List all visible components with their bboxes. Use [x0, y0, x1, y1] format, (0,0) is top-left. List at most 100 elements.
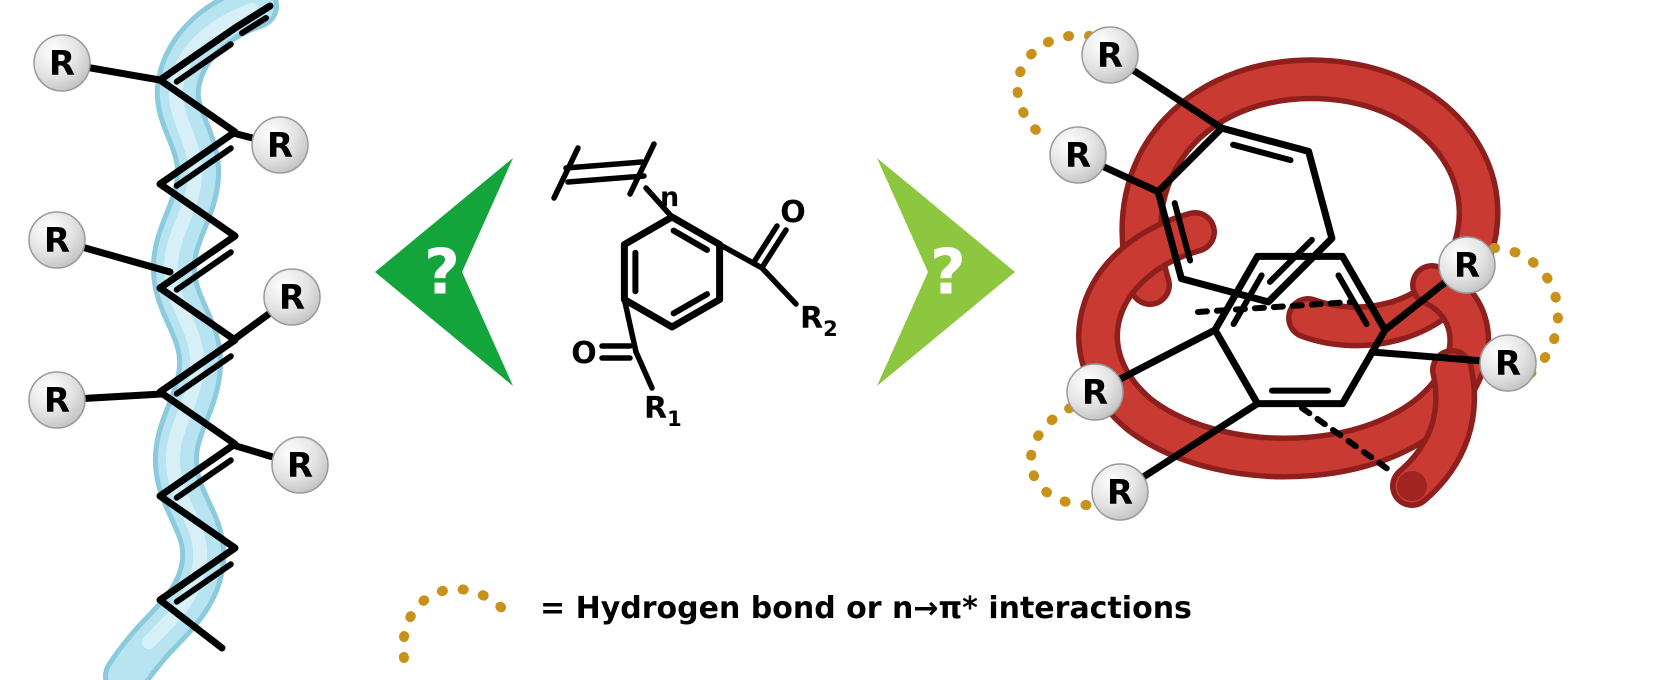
- legend-hydrogen-bond-arc: [398, 584, 509, 663]
- arrow-left-shape: [375, 158, 513, 386]
- helix-substituent-spheres: R R R R R R: [1049, 26, 1537, 521]
- right-question-arrow: ?: [877, 158, 1015, 386]
- paren-right: [627, 141, 657, 197]
- r1-subscript: 1: [667, 407, 682, 431]
- sphere-circle: [33, 34, 91, 92]
- dotted-continuation-line: [1299, 405, 1395, 475]
- r-label: R: [1097, 36, 1123, 76]
- r-label: R: [49, 44, 75, 84]
- r-substituent-sphere: R: [33, 34, 91, 92]
- r-label: R: [1107, 473, 1133, 513]
- ring-double-bond: [1230, 272, 1265, 327]
- ring-to-carbonyl-bond: [621, 296, 639, 355]
- r-label: R: [279, 278, 305, 318]
- double-bond: [173, 41, 234, 85]
- r-label: R: [1495, 344, 1521, 384]
- r2-subscript: 2: [823, 317, 838, 341]
- r-label: R: [287, 446, 313, 486]
- arrow-right-shape: [877, 158, 1015, 386]
- oxygen-label: O: [780, 195, 806, 230]
- r1-base: R: [644, 391, 667, 426]
- r-label: R: [1454, 246, 1480, 286]
- sphere-circle: [1479, 334, 1537, 392]
- helix-lower-coil: [1081, 215, 1486, 474]
- ring-double-bond: [1171, 200, 1194, 264]
- r1-label: R1: [644, 391, 682, 431]
- extended-chain-structure: R R R R R R: [28, 0, 329, 680]
- helix-upper-coil: [1124, 62, 1495, 343]
- sphere-circle: [1081, 26, 1139, 84]
- sphere-circle: [271, 436, 329, 494]
- co-double-bond: [751, 223, 780, 265]
- r-substituent-sphere: R: [1066, 363, 1124, 421]
- r-label: R: [44, 381, 70, 421]
- oxygen-label: O: [571, 336, 597, 371]
- hydrogen-bond-arc: [1489, 243, 1563, 379]
- r-substituent-sphere: R: [251, 116, 309, 174]
- sphere-circle: [251, 116, 309, 174]
- hydrogen-bond-arc: [1012, 30, 1095, 147]
- backbone-zigzag: [156, 2, 274, 652]
- r-substituent-sphere: R: [28, 211, 86, 269]
- r-substituent-sphere: R: [1091, 463, 1149, 521]
- co-double-bond: [760, 227, 789, 269]
- hydrogen-bond-arc: [1025, 403, 1100, 511]
- ring-double-bond: [1266, 236, 1315, 285]
- dotted-stacking-line: [1195, 299, 1355, 315]
- sphere-circle: [1091, 463, 1149, 521]
- r-substituent-sphere: R: [263, 268, 321, 326]
- carbonyl-left: O R1: [571, 296, 682, 431]
- sphere-circle: [1066, 363, 1124, 421]
- sphere-circle: [1049, 126, 1107, 184]
- sphere-circle: [28, 211, 86, 269]
- question-mark-right: ?: [930, 236, 966, 309]
- vinyl-double-bond: [565, 173, 647, 185]
- r-label: R: [44, 221, 70, 261]
- double-bond: [173, 457, 234, 501]
- r-label: R: [267, 126, 293, 166]
- carbonyl-to-r1-bond: [633, 349, 655, 391]
- ribbon-highlight-stroke: [142, 3, 259, 649]
- vinyl-double-bond: [563, 159, 645, 171]
- repeat-unit: n: [551, 141, 679, 220]
- left-question-arrow: ?: [375, 158, 513, 386]
- double-bond: [173, 145, 234, 189]
- polyene-backbone: [156, 2, 274, 652]
- monomer-structure: n O R2 O R1: [551, 141, 838, 431]
- r2-label: R2: [800, 301, 838, 341]
- helix-tail-end-cap: [1397, 471, 1427, 501]
- sphere-circle: [28, 371, 86, 429]
- helix-structure: R R R R R R: [1012, 26, 1563, 521]
- r-substituent-sphere: R: [1081, 26, 1139, 84]
- double-bond: [173, 353, 234, 397]
- red-helix-tube: [1076, 57, 1501, 508]
- ring-double-bond: [1230, 141, 1294, 164]
- sphere-circle: [1438, 236, 1496, 294]
- r-substituent-sphere: R: [1479, 334, 1537, 392]
- r-substituent-sphere: R: [28, 371, 86, 429]
- ring-double-bond: [670, 291, 710, 317]
- r-substituent-sphere: R: [1049, 126, 1107, 184]
- linker-bond: [643, 185, 675, 220]
- r-label: R: [1082, 373, 1108, 413]
- ring-outline: [620, 213, 724, 331]
- helix-tail: [1395, 353, 1472, 503]
- ring-double-bond: [670, 227, 710, 253]
- question-mark-left: ?: [424, 236, 460, 309]
- sphere-circle: [263, 268, 321, 326]
- chain-substituent-spheres: R R R R R R: [28, 34, 329, 494]
- r2-base: R: [800, 301, 823, 336]
- legend: = Hydrogen bond or n→π* interactions: [398, 584, 1192, 663]
- legend-text: = Hydrogen bond or n→π* interactions: [540, 591, 1192, 626]
- hydrogen-bond-arcs: [1012, 30, 1563, 511]
- r-label: R: [1065, 136, 1091, 176]
- benzene-ring: [620, 213, 724, 331]
- r-substituent-sphere: R: [1438, 236, 1496, 294]
- double-bond: [173, 249, 234, 293]
- double-bond: [173, 561, 234, 605]
- double-bond: [239, 15, 269, 36]
- paren-left: [551, 145, 581, 201]
- carbonyl-to-r2-bond: [759, 265, 799, 307]
